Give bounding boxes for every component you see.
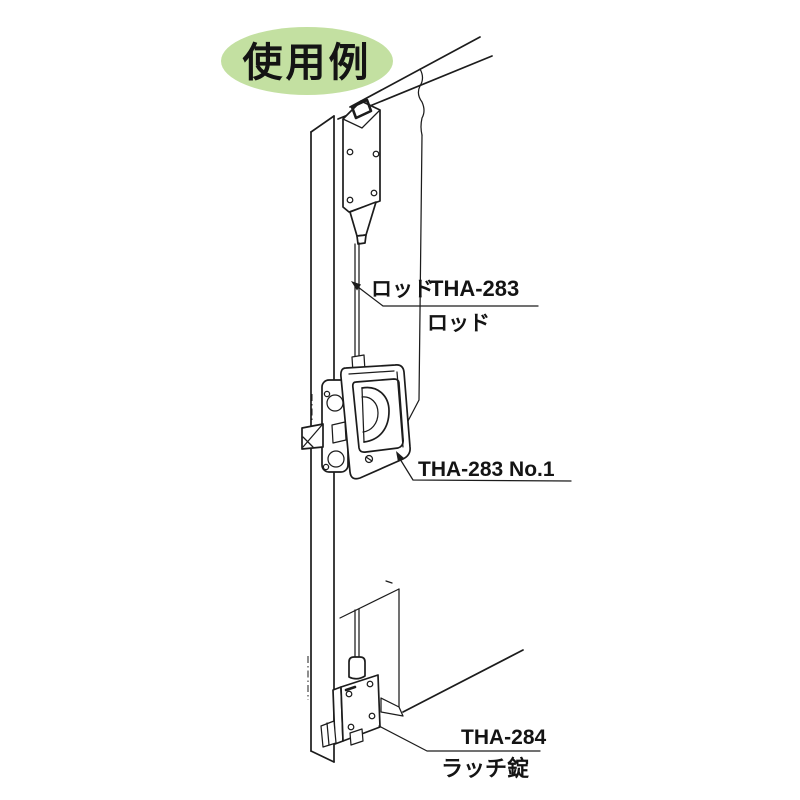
door-panel-lower-cut: [339, 588, 524, 717]
badge-text: 使用例: [243, 41, 372, 85]
rod-end-cap: [348, 656, 366, 680]
handle-grip: [361, 386, 390, 443]
handle-part-label: THA-283 No.1: [396, 451, 572, 482]
rod-slot: [350, 98, 373, 120]
flush-pull-handle: [340, 364, 411, 480]
latch-part-name: ラッチ錠: [441, 756, 529, 781]
handle-recess: [351, 378, 404, 454]
rod-part-code: THA-283: [430, 276, 519, 301]
lower-connecting-rod: [348, 608, 366, 680]
latch-part-code: THA-284: [461, 726, 547, 749]
panel-corner-foot: [380, 697, 404, 717]
arrowhead: [396, 451, 404, 462]
handle-part-code: THA-283 No.1: [418, 458, 555, 481]
latch-lock-body: [320, 674, 381, 748]
rod-guide-bracket: [342, 98, 381, 245]
latch-foot-tab: [349, 728, 364, 746]
handle-backplate: [301, 379, 349, 473]
rod-pointer-text: ロッド: [371, 278, 434, 301]
usage-example-badge: 使用例: [221, 27, 393, 95]
rod-part-name: ロッド: [427, 312, 490, 335]
door-panel-upper-cut: [385, 68, 425, 584]
upper-connecting-rod: [351, 242, 366, 374]
badge-ellipse: [221, 27, 393, 95]
rod-callout-label: ロッド THA-283 ロッド: [351, 276, 539, 335]
handle-flange: [340, 364, 411, 480]
latch-part-label: THA-284 ラッチ錠: [378, 725, 547, 781]
